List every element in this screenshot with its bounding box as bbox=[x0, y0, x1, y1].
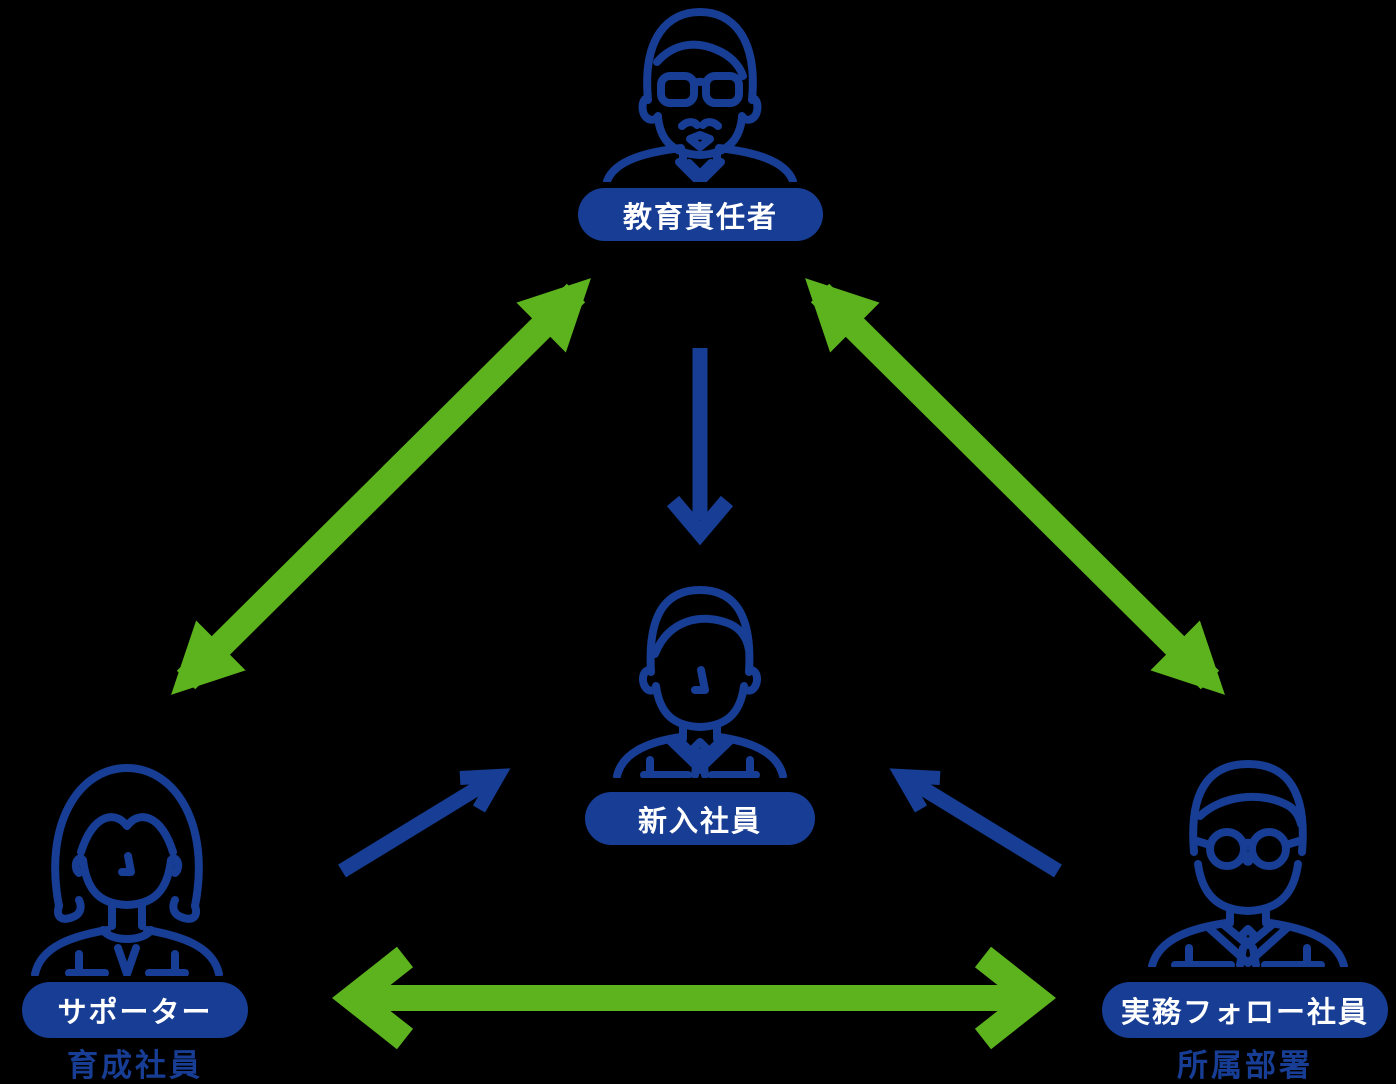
follower-sublabel: 所属部署 bbox=[1177, 1048, 1313, 1083]
arrow-trainer-follower-two-way bbox=[805, 278, 1225, 695]
follower-label: 実務フォロー社員 bbox=[1120, 997, 1369, 1029]
arrow-supporter-follower-two-way bbox=[332, 946, 1056, 1050]
trainer-label-pill: 教育責任者 bbox=[578, 188, 823, 241]
newcomer-label-pill: 新入社員 bbox=[585, 792, 815, 845]
follower-person-icon bbox=[1148, 760, 1348, 967]
follower-label-pill: 実務フォロー社員 bbox=[1102, 982, 1388, 1038]
arrow-trainer-newcomer bbox=[666, 348, 734, 546]
trainer-label: 教育責任者 bbox=[622, 201, 778, 234]
newcomer-label: 新入社員 bbox=[637, 805, 762, 838]
newcomer-person-icon bbox=[613, 586, 787, 778]
arrow-follower-newcomer bbox=[889, 768, 1062, 878]
supporter-sublabel: 育成社員 bbox=[67, 1048, 203, 1083]
supporter-person-icon bbox=[31, 764, 223, 976]
arrow-supporter-newcomer bbox=[338, 768, 511, 878]
supporter-label: サポーター bbox=[57, 997, 213, 1029]
supporter-label-pill: サポーター bbox=[22, 982, 248, 1038]
trainer-person-icon bbox=[603, 8, 797, 182]
arrow-trainer-supporter-two-way bbox=[171, 278, 591, 695]
